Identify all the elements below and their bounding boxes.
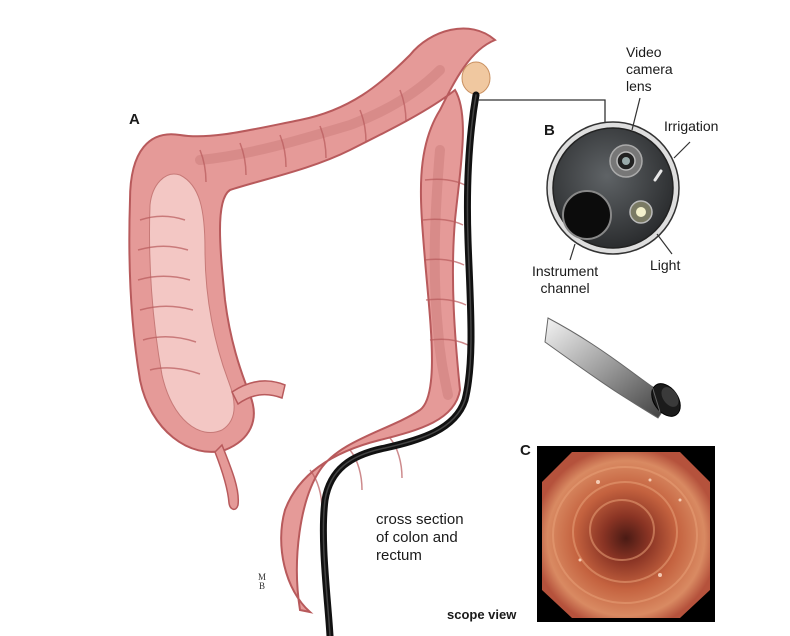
callout-instrument-channel-line: Instrument: [532, 263, 599, 279]
callout-irrigation: Irrigation: [664, 118, 719, 134]
caption-line: of colon and: [376, 529, 458, 546]
panel-label-c: C: [520, 442, 531, 459]
signature-line: M: [258, 572, 267, 582]
colon: [128, 27, 497, 614]
endoscope-body: [544, 317, 681, 419]
callout-instrument-channel-line: channel: [540, 280, 590, 296]
instrument-channel: [562, 190, 612, 240]
colon-wall: [128, 27, 497, 614]
callout-video-camera-lens-line: lens: [626, 78, 652, 94]
caption-line: rectum: [376, 547, 422, 564]
callout-light: Light: [650, 257, 681, 273]
callout-video-camera-lens-line: Video: [626, 44, 662, 60]
leader-camera: [631, 97, 641, 131]
irrigation-port: [653, 169, 663, 182]
scope-view-label: scope view: [447, 607, 517, 622]
artist-signature: M B: [258, 573, 266, 591]
leader-irrigation: [673, 141, 691, 159]
caption-line: cross section: [376, 511, 464, 528]
callout-video-camera-lens: Video camera lens: [626, 44, 673, 95]
leader-instrument: [569, 243, 576, 261]
callout-video-camera-lens-line: camera: [626, 61, 673, 77]
callout-instrument-channel: Instrument channel: [532, 263, 598, 297]
panel-label-b: B: [544, 122, 555, 139]
scope-view-image: [537, 446, 715, 622]
leader-light: [656, 233, 673, 255]
panel-label-a: A: [129, 111, 140, 128]
ileum: [231, 380, 286, 406]
scope-tip-face: [546, 121, 680, 255]
panel-b-leader: [478, 99, 606, 128]
cross-section-caption: cross section of colon and rectum: [376, 511, 464, 565]
signature-line: B: [259, 581, 266, 591]
appendix: [214, 443, 240, 511]
scope-tip-in-colon: [461, 61, 491, 95]
